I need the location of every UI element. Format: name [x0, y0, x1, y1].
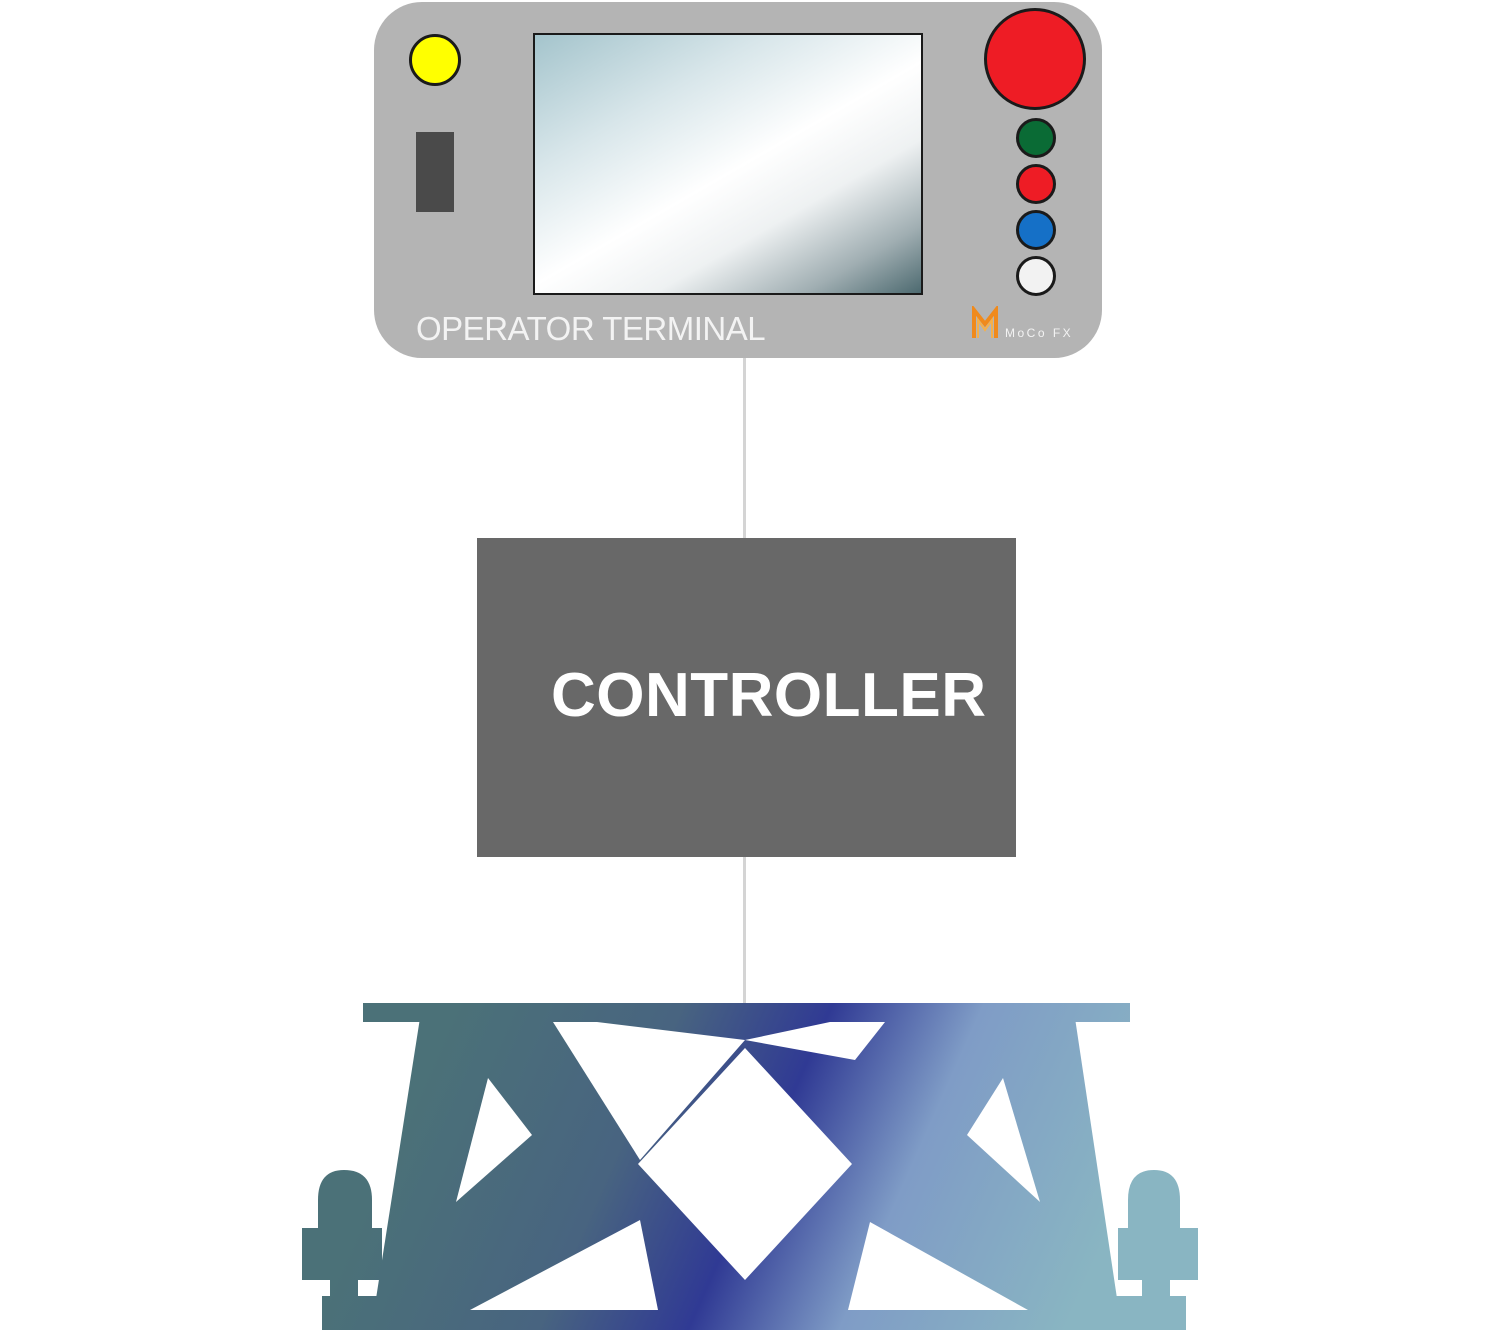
controller-label: CONTROLLER: [551, 661, 987, 730]
controller-box: CONTROLLER: [477, 538, 1016, 857]
moco-logo-icon: [972, 306, 998, 338]
emergency-stop-button[interactable]: [984, 8, 1086, 110]
white-button[interactable]: [1016, 256, 1056, 296]
red-button[interactable]: [1016, 164, 1056, 204]
moco-fx-logo: MoCo FX: [972, 304, 1082, 344]
connector-controller-platform: [743, 857, 746, 1003]
terminal-screen[interactable]: [533, 33, 923, 295]
blue-button[interactable]: [1016, 210, 1056, 250]
yellow-indicator-button[interactable]: [409, 34, 461, 86]
operator-terminal: OPERATOR TERMINAL MoCo FX: [374, 2, 1102, 358]
green-button[interactable]: [1016, 118, 1056, 158]
key-switch-slot[interactable]: [416, 132, 454, 212]
terminal-label: OPERATOR TERMINAL: [416, 310, 766, 347]
motion-platform-icon: [302, 1003, 1198, 1330]
connector-terminal-controller: [743, 358, 746, 538]
logo-text: MoCo FX: [1005, 326, 1074, 340]
